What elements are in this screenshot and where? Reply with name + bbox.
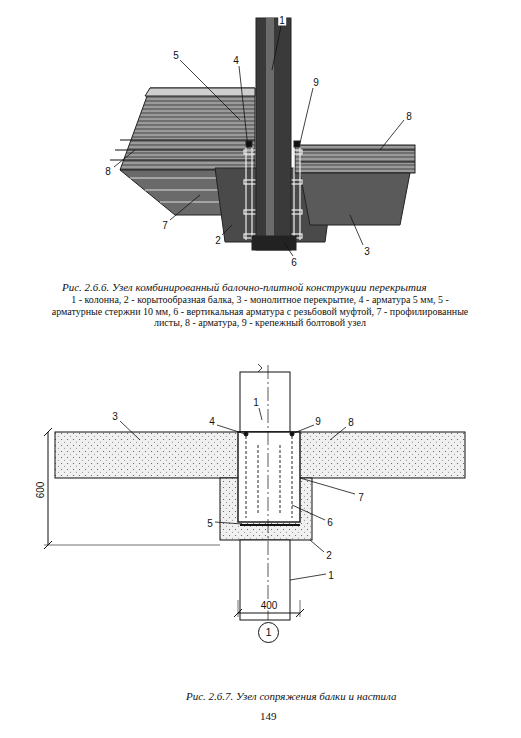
callout-number: 9 xyxy=(312,77,320,88)
caption-text: Рис. 2.6.6. Узел комбинированный балочно… xyxy=(62,281,427,293)
callout-number: 9 xyxy=(314,416,322,427)
callout-number: 8 xyxy=(104,166,112,177)
callout-number: 4 xyxy=(232,55,240,66)
callout-number: 7 xyxy=(161,220,169,231)
callout-number: 3 xyxy=(111,411,119,422)
callout-number: 1 xyxy=(327,570,335,581)
callout-number: 1 xyxy=(252,397,260,408)
callout-number: 1 xyxy=(278,15,286,26)
callout-number: 5 xyxy=(206,518,214,529)
callout-number: 8 xyxy=(405,111,413,122)
page-number: 149 xyxy=(260,710,277,722)
dimension-text: 600 xyxy=(35,481,46,500)
callout-number: 7 xyxy=(357,492,365,503)
axis-marker: 1 xyxy=(258,622,279,643)
caption-text: Рис. 2.6.7. Узел сопряжения балки и наст… xyxy=(186,690,396,702)
callout-number: 2 xyxy=(214,235,222,246)
axis-number: 1 xyxy=(265,627,271,638)
callout-number: 8 xyxy=(347,417,355,428)
callout-number: 400 xyxy=(260,600,279,611)
callout-number: 2 xyxy=(325,550,333,561)
callout-number: 4 xyxy=(208,416,216,427)
callout-number: 3 xyxy=(363,246,371,257)
callout-number: 6 xyxy=(290,257,298,268)
legend-text: 1 - колонна, 2 - корытообразная балка, 3… xyxy=(50,294,470,329)
callout-number: 5 xyxy=(172,50,180,61)
callout-number: 6 xyxy=(326,517,334,528)
